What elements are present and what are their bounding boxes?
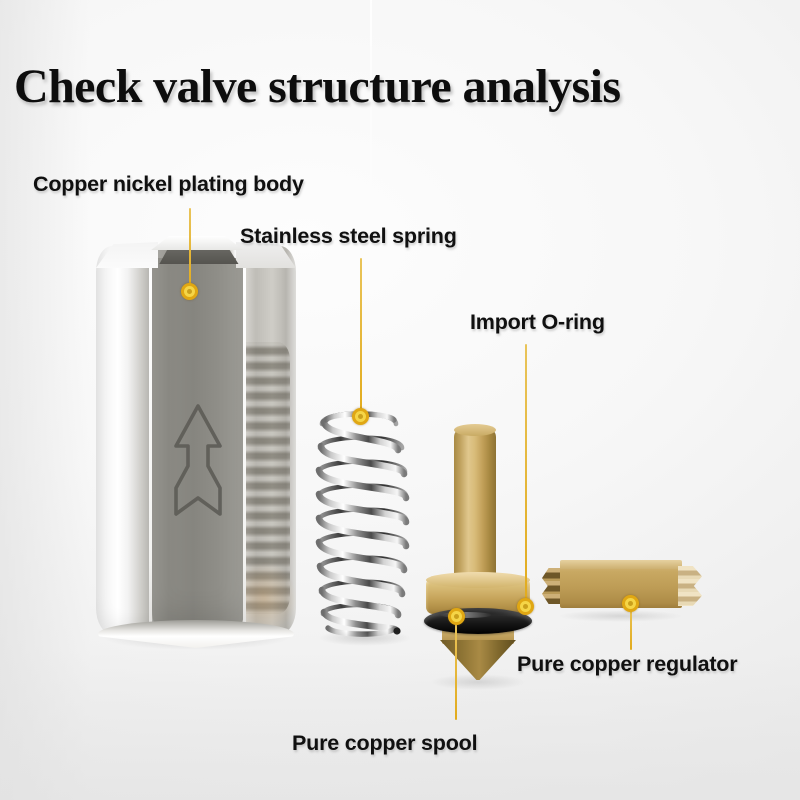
regulator-thread-left — [542, 568, 564, 604]
spool-shadow — [430, 674, 526, 690]
page-title: Check valve structure analysis — [14, 60, 621, 113]
callout-marker-import-o-ring[interactable] — [517, 598, 534, 615]
callout-leader-line-pure-copper-regulator — [630, 606, 632, 650]
part-o-ring — [424, 608, 532, 634]
background-seam — [370, 0, 372, 220]
callout-label-pure-copper-spool: Pure copper spool — [292, 731, 478, 755]
callout-marker-stainless-steel-spring[interactable] — [352, 408, 369, 425]
callout-label-copper-nickel-plating-body: Copper nickel plating body — [33, 172, 304, 196]
valve-body-edge-left — [149, 258, 152, 636]
spring-shadow — [318, 630, 412, 646]
valve-body-top-cap — [151, 236, 244, 250]
valve-body-top-left-facet — [96, 242, 158, 268]
callout-label-import-o-ring: Import O-ring — [470, 310, 605, 334]
part-regulator — [542, 560, 702, 622]
callout-marker-pure-copper-spool[interactable] — [448, 608, 465, 625]
part-valve-body — [96, 232, 296, 650]
spool-stem — [454, 428, 496, 588]
callout-leader-line-pure-copper-spool — [455, 622, 457, 720]
spring-coil-graphic — [315, 411, 410, 637]
spool-stem-top — [454, 424, 496, 436]
callout-leader-line-import-o-ring — [525, 344, 527, 604]
callout-leader-line-copper-nickel-plating-body — [189, 208, 191, 290]
valve-body-top-chamfer — [96, 232, 296, 268]
callout-leader-line-stainless-steel-spring — [360, 258, 362, 416]
callout-label-pure-copper-regulator: Pure copper regulator — [517, 652, 738, 676]
regulator-block — [560, 564, 682, 608]
regulator-block-top — [560, 560, 682, 569]
valve-body-front-face — [152, 258, 244, 632]
regulator-shadow — [558, 610, 684, 622]
o-ring-highlight — [440, 612, 492, 618]
part-spool — [420, 424, 540, 690]
valve-body-threads — [246, 342, 290, 614]
callout-marker-copper-nickel-plating-body[interactable] — [181, 283, 198, 300]
spool-flange-top — [426, 572, 530, 588]
callout-marker-pure-copper-regulator[interactable] — [622, 595, 639, 612]
valve-body-edge-right — [243, 258, 246, 636]
regulator-thread-right — [678, 566, 702, 606]
background-bottom-shading — [0, 650, 800, 800]
part-spring — [310, 398, 420, 646]
callout-label-stainless-steel-spring: Stainless steel spring — [240, 224, 457, 248]
flow-direction-arrow-icon — [174, 404, 222, 516]
